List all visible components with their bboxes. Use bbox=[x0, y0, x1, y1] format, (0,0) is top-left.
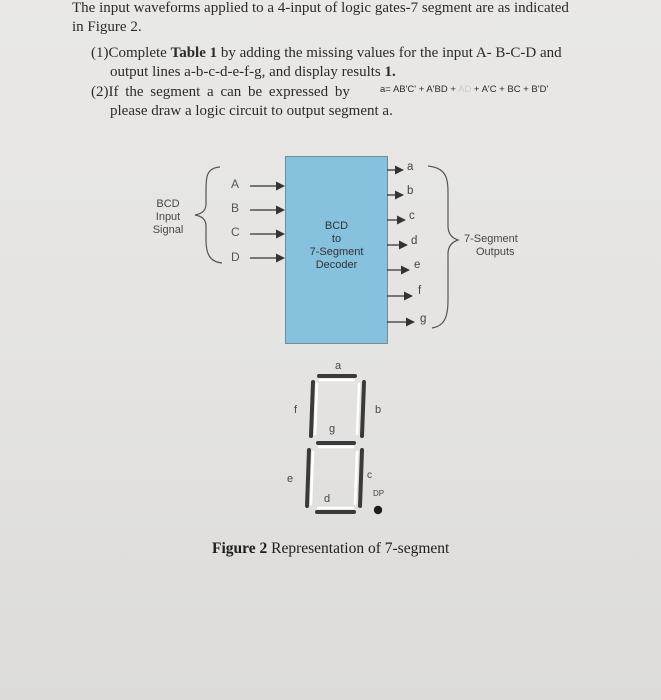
decoder-label-line-2: to bbox=[331, 233, 342, 245]
intro-line-2: in Figure 2. bbox=[72, 19, 142, 35]
item-1-line-2-text: output lines a-b-c-d-e-f-g, and display … bbox=[110, 64, 385, 80]
segment-d-label: d bbox=[324, 493, 331, 505]
output-a-label: a bbox=[407, 161, 414, 173]
bcd-label-line-1: BCD bbox=[156, 198, 180, 210]
bcd-label-line-3: Signal bbox=[152, 224, 184, 236]
segment-g-label: g bbox=[329, 423, 336, 435]
seven-segment-display bbox=[305, 374, 383, 515]
output-e-label: e bbox=[414, 259, 421, 271]
bcd-to-7-segment-decoder: BCD to 7-Segment Decoder bbox=[285, 156, 388, 344]
item-1-rest: by adding the missing values for the inp… bbox=[217, 45, 562, 61]
decoder-label-line-4: Decoder bbox=[315, 259, 358, 271]
segment-b-label: b bbox=[375, 404, 382, 416]
decoder-label: BCD to 7-Segment Decoder bbox=[286, 220, 387, 272]
decoder-label-line-3: 7-Segment bbox=[309, 246, 364, 258]
intro-line-1: The input waveforms applied to a 4-input… bbox=[72, 0, 569, 16]
bcd-input-label: BCD Input Signal bbox=[148, 198, 188, 237]
item-1-prefix: (1)Complete bbox=[91, 45, 171, 61]
output-f-label: f bbox=[418, 285, 422, 297]
input-b-label: B bbox=[231, 201, 240, 215]
segment-e-bar bbox=[305, 448, 311, 508]
output-d-label: d bbox=[411, 235, 418, 247]
output-c-label: c bbox=[409, 210, 415, 222]
bcd-label-line-2: Input bbox=[155, 211, 181, 223]
segment-b-bar bbox=[360, 380, 366, 438]
segment-f-bar bbox=[309, 380, 315, 438]
decoder-label-line-1: BCD bbox=[324, 220, 349, 232]
input-a-label: A bbox=[231, 177, 240, 191]
output-g-label: g bbox=[420, 313, 427, 325]
input-brace bbox=[194, 166, 223, 264]
figure-caption: Figure 2 Representation of 7-segment bbox=[212, 540, 449, 558]
outputs-label-line-1: 7-Segment bbox=[464, 233, 518, 245]
outputs-label-line-2: Outputs bbox=[476, 246, 515, 258]
segment-c-label: c bbox=[367, 470, 372, 481]
caption-bold: Figure 2 bbox=[212, 540, 268, 557]
segment-a-label: a bbox=[335, 360, 342, 372]
segment-outputs-label: 7-Segment Outputs bbox=[464, 233, 518, 259]
decimal-point-label: DP bbox=[373, 489, 385, 498]
input-d-label: D bbox=[231, 250, 240, 264]
item-2-line-2: please draw a logic circuit to output se… bbox=[110, 103, 393, 119]
item-1-line-2-bold: 1. bbox=[384, 64, 396, 80]
equation-part-2: + A'C + BC + B'D' bbox=[471, 84, 549, 95]
segment-e-label: e bbox=[287, 473, 294, 485]
item-1-line-1: (1)Complete Table 1 by adding the missin… bbox=[91, 45, 562, 62]
segment-c-bar bbox=[358, 448, 364, 508]
decimal-point-dot bbox=[373, 505, 383, 515]
segment-f-label: f bbox=[294, 404, 298, 416]
item-1-line-2: output lines a-b-c-d-e-f-g, and display … bbox=[110, 64, 396, 81]
input-c-label: C bbox=[231, 225, 240, 239]
item-2-line-1: (2)If the segment a can be expressed by bbox=[91, 84, 350, 100]
item-1-bold: Table 1 bbox=[170, 45, 218, 61]
equation-part-1: a= AB'C' + A'BD + bbox=[380, 84, 459, 95]
output-b-label: b bbox=[407, 185, 414, 197]
segment-a-equation: a= AB'C' + A'BD + AD + A'C + BC + B'D' bbox=[380, 84, 548, 95]
caption-rest: Representation of 7-segment bbox=[267, 540, 450, 557]
equation-faint-term: AD bbox=[458, 84, 472, 95]
output-brace bbox=[427, 165, 460, 329]
